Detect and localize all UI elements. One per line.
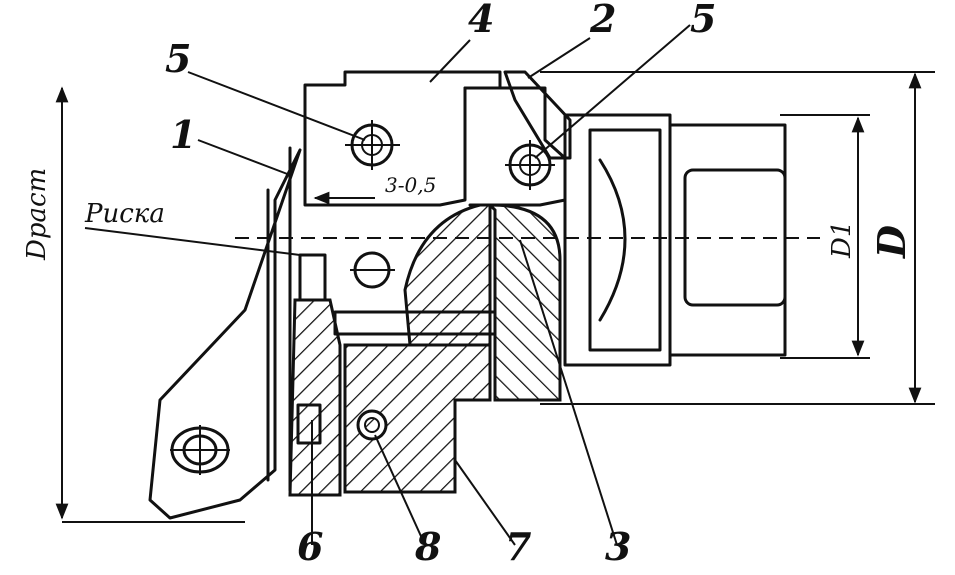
dimension-d <box>540 71 935 405</box>
part-7-block <box>343 203 492 494</box>
right-housing <box>463 86 787 367</box>
dimension-d-rast <box>55 86 245 523</box>
label-d-rast: Dрасm <box>22 168 52 261</box>
leader-lines <box>84 24 691 546</box>
part-2-wedge <box>503 70 572 160</box>
label-d: D <box>869 225 914 259</box>
label-gap: 3-0,5 <box>385 173 436 197</box>
part-1-body <box>148 146 302 520</box>
dimension-d1 <box>780 114 870 359</box>
label-part-3: 3 <box>605 524 631 569</box>
label-d1: D1 <box>827 221 857 259</box>
label-part-1: 1 <box>170 112 196 157</box>
part-3-disk <box>486 203 562 402</box>
part-8-pin <box>356 409 388 441</box>
label-part-5-right: 5 <box>690 0 716 41</box>
label-part-5-left: 5 <box>165 36 191 81</box>
label-part-6: 6 <box>297 524 323 569</box>
bolt <box>333 251 497 336</box>
label-part-8: 8 <box>414 524 441 569</box>
label-part-4: 4 <box>468 0 494 41</box>
label-riska: Риска <box>84 199 165 229</box>
part-6-knife <box>288 253 342 497</box>
label-part-2: 2 <box>589 0 616 41</box>
label-part-7: 7 <box>505 524 531 569</box>
